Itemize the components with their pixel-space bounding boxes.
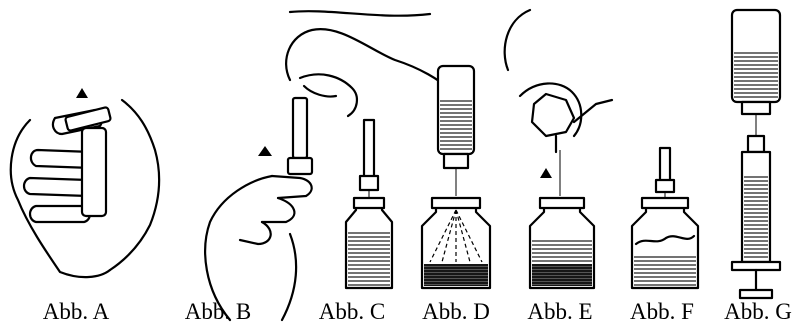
panel-a-illustration (11, 88, 159, 277)
caption-c: Abb. C (312, 298, 392, 326)
panel-d-illustration (422, 66, 490, 288)
panel-f-illustration (632, 148, 698, 288)
caption-d: Abb. D (416, 298, 496, 326)
caption-b: Abb. B (178, 298, 258, 326)
panel-b-illustration (205, 11, 450, 320)
caption-e: Abb. E (520, 298, 600, 326)
caption-f: Abb. F (622, 298, 702, 326)
panel-c-illustration (346, 120, 392, 288)
caption-g: Abb. G (718, 298, 798, 326)
panel-g-illustration (732, 10, 780, 298)
caption-a: Abb. A (36, 298, 116, 326)
panel-e-illustration (505, 10, 612, 288)
